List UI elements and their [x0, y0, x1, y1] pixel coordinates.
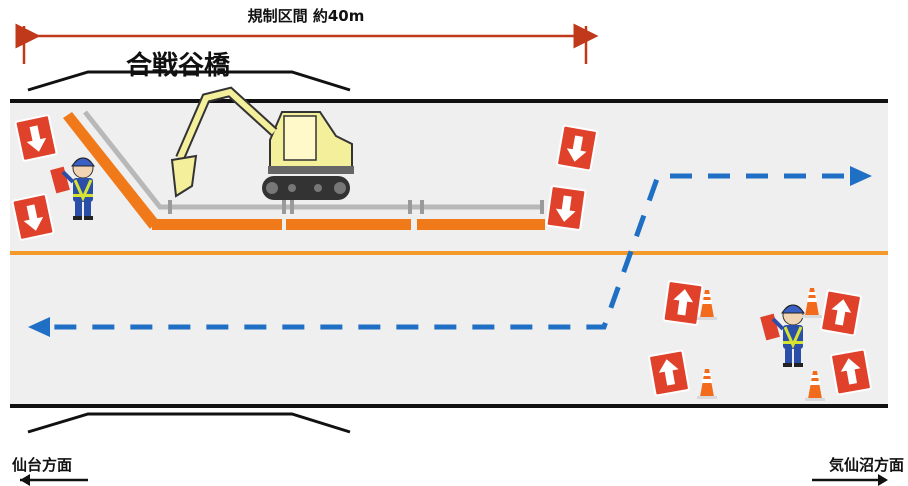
arrow-sign-icon — [647, 349, 691, 397]
arrow-sign-icon — [545, 184, 587, 232]
direction-arrowhead-right — [878, 474, 888, 486]
arrow-sign-icon — [555, 124, 599, 172]
arrow-sign-icon — [662, 279, 704, 327]
arrow-sign-icon — [14, 113, 58, 163]
excavator-icon — [170, 86, 354, 200]
direction-label-right: 気仙沼方面 — [829, 456, 904, 474]
traffic-flow-arrowhead-right — [850, 166, 872, 186]
regulated-section-label: 規制区間 約40m — [248, 7, 365, 25]
direction-arrowhead-left — [20, 474, 30, 486]
bridge-name: 合戦谷橋 — [126, 50, 231, 81]
guard-rail — [83, 110, 543, 210]
traffic-flow-path — [44, 173, 844, 330]
arrow-sign-icon — [819, 289, 863, 337]
arrow-sign-icon — [11, 192, 55, 242]
direction-label-left: 仙台方面 — [12, 456, 72, 474]
guard-rail-posts — [168, 200, 544, 214]
bridge-outline-bottom — [27, 412, 351, 434]
traffic-flow-arrowhead-left — [28, 317, 50, 337]
barrier — [63, 112, 545, 230]
arrow-sign-icon — [829, 348, 873, 396]
bridge-outline-top — [27, 70, 351, 92]
